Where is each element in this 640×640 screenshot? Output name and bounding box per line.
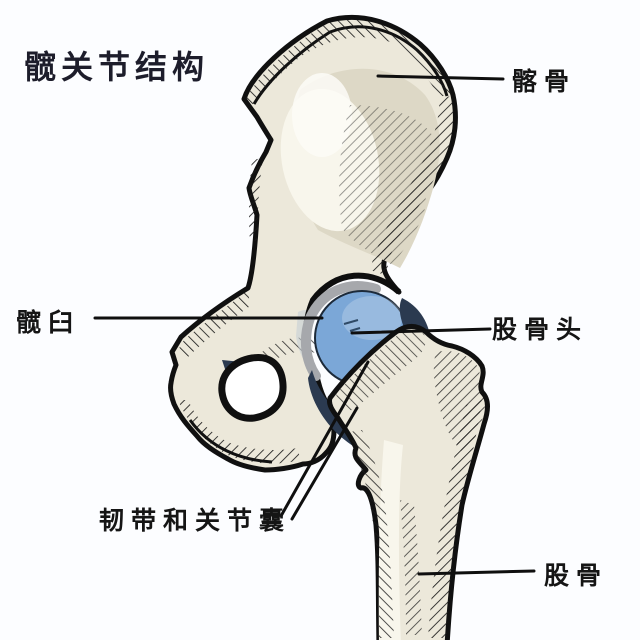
label-acetabulum: 髋臼 [16,309,81,337]
ischium-hatch [178,400,300,464]
ilium-mid-hatch [339,105,432,265]
label-ilium: 髂骨 [512,68,577,96]
pubis-hatch [177,290,250,358]
label-femoral-head: 股骨头 [492,316,589,344]
femur-medial-hatch [349,430,394,638]
page-title: 髋关节结构 [24,49,210,85]
femoral-head-leader-line [350,327,492,335]
ilium-leader-line [376,74,505,81]
femur-neck-hatch [336,330,426,411]
iliac-fossa-bright-spot [292,73,352,157]
ligament-leader-line-2 [290,406,359,521]
label-femur: 股骨 [544,562,609,590]
femoral-head-scribble [343,319,361,332]
femur-shaft-hatch [400,500,422,635]
obturator-foramen [218,353,287,422]
ilium-left-hatch [248,158,263,242]
ischium-inner-line [188,419,273,464]
femur-lateral-hatch [428,400,482,638]
iliac-crest-hatch [246,19,452,107]
ligament-leader-line-1 [279,360,370,518]
label-ligament-and-capsule: 韧带和关节囊 [99,507,292,535]
femur-leader-line [417,569,536,576]
